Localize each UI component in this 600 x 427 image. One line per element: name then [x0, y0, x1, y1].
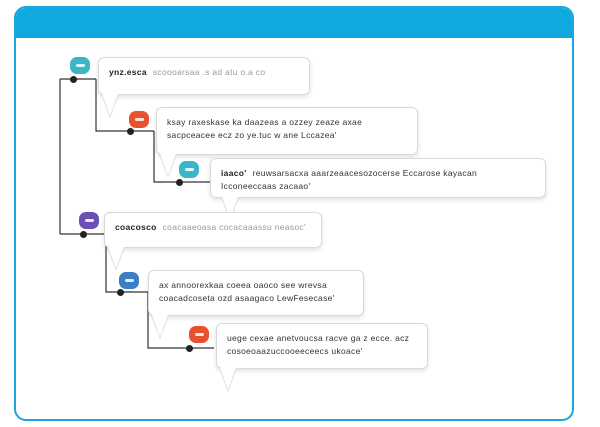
comment-text: reuwsarsacxa aaarzeaacesozocerse Eccaros…	[221, 168, 478, 191]
comment-text: uege cexae anetvoucsa racve ga z ecce. a…	[227, 333, 410, 356]
user-avatar[interactable]	[70, 57, 90, 74]
comment-text: coacaaeoasa cocacaaassu neasoc'	[162, 222, 306, 232]
comment-author[interactable]: ynz.esca	[109, 67, 147, 77]
user-icon	[124, 279, 134, 282]
node-dot	[80, 231, 87, 238]
comment-author[interactable]: iaaco'	[221, 168, 247, 178]
user-icon	[75, 64, 85, 67]
user-avatar[interactable]	[129, 111, 149, 128]
node-dot	[186, 345, 193, 352]
node-dot	[176, 179, 183, 186]
node-dot	[127, 128, 134, 135]
comment-bubble[interactable]: uege cexae anetvoucsa racve ga z ecce. a…	[216, 323, 428, 392]
node-dot	[70, 76, 77, 83]
user-icon	[194, 333, 204, 336]
comment-bubble[interactable]: ksay raxeskase ka daazeas a ozzey zeaze …	[156, 107, 418, 178]
user-icon	[84, 219, 94, 222]
comment-text: ksay raxeskase ka daazeas a ozzey zeaze …	[167, 117, 363, 140]
user-icon	[134, 118, 144, 121]
comment-text: scoooarsaa .s ad atu o.a co	[152, 67, 266, 77]
comment-bubble[interactable]: coacosco coacaaeoasa cocacaaassu neasoc'	[104, 212, 322, 271]
comment-author[interactable]: coacosco	[115, 222, 157, 232]
node-dot	[117, 289, 124, 296]
panel-header	[16, 8, 572, 38]
comment-bubble[interactable]: iaaco'reuwsarsacxa aaarzeaacesozocerse E…	[210, 158, 546, 221]
comment-bubble[interactable]: ax annoorexkaa coeea oaoco see wrevsa co…	[148, 270, 364, 339]
user-avatar[interactable]	[179, 161, 199, 178]
user-avatar[interactable]	[119, 272, 139, 289]
comment-text: ax annoorexkaa coeea oaoco see wrevsa co…	[159, 280, 335, 303]
user-avatar[interactable]	[79, 212, 99, 229]
user-icon	[184, 168, 194, 171]
user-avatar[interactable]	[189, 326, 209, 343]
comment-bubble[interactable]: ynz.esca scoooarsaa .s ad atu o.a co	[98, 57, 310, 118]
